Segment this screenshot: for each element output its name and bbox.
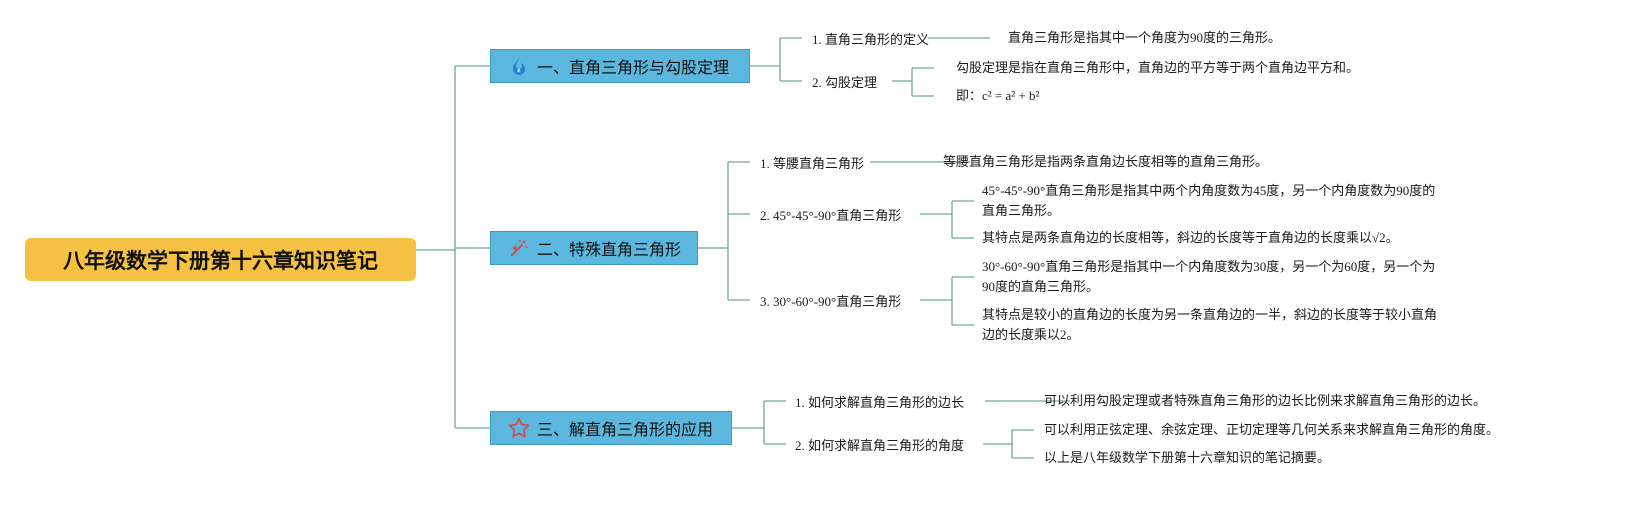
detail-2-2-1[interactable]: 45°-45°-90°直角三角形是指其中两个内角度数为45度，另一个内角度数为9… (982, 181, 1435, 221)
detail-1-2-2[interactable]: 即：c² = a² + b² (956, 88, 1040, 103)
detail-line: 45°-45°-90°直角三角形是指其中两个内角度数为45度，另一个内角度数为9… (982, 183, 1436, 198)
detail-2-2-2[interactable]: 其特点是两条直角边的长度相等，斜边的长度等于直角边的长度乘以√2。 (982, 230, 1399, 245)
star-icon (507, 416, 531, 440)
branch-node-1[interactable]: 一、直角三角形与勾股定理 (490, 49, 750, 83)
root-title: 八年级数学下册第十六章知识笔记 (63, 248, 378, 273)
branch-node-3[interactable]: 三、解直角三角形的应用 (490, 411, 732, 445)
detail-1-1-1[interactable]: 直角三角形是指其中一个角度为90度的三角形。 (1008, 30, 1282, 45)
detail-line: 边的长度乘以2。 (982, 327, 1080, 342)
detail-3-1-1[interactable]: 可以利用勾股定理或者特殊直角三角形的边长比例来求解直角三角形的边长。 (1044, 393, 1487, 408)
topic-1-2[interactable]: 2. 勾股定理 (812, 75, 878, 90)
detail-1-2-1[interactable]: 勾股定理是指在直角三角形中，直角边的平方等于两个直角边平方和。 (956, 60, 1360, 75)
flame-icon (507, 54, 531, 78)
topic-2-3[interactable]: 3. 30°-60°-90°直角三角形 (760, 294, 902, 309)
detail-line: 90度的直角三角形。 (982, 279, 1100, 294)
branch-title: 三、解直角三角形的应用 (537, 420, 714, 439)
sparkle-icon (507, 236, 531, 260)
topic-3-2[interactable]: 2. 如何求解直角三角形的角度 (795, 438, 965, 453)
root-node[interactable]: 八年级数学下册第十六章知识笔记 (25, 238, 416, 281)
topic-1-1[interactable]: 1. 直角三角形的定义 (812, 32, 930, 47)
detail-2-3-2[interactable]: 其特点是较小的直角边的长度为另一条直角边的一半，斜边的长度等于较小直角边的长度乘… (982, 305, 1437, 345)
topic-3-1[interactable]: 1. 如何求解直角三角形的边长 (795, 395, 965, 410)
detail-line: 直角三角形。 (982, 203, 1061, 218)
branch-node-2[interactable]: 二、特殊直角三角形 (490, 231, 698, 265)
branch-title: 二、特殊直角三角形 (537, 240, 682, 259)
detail-3-2-2[interactable]: 以上是八年级数学下册第十六章知识的笔记摘要。 (1044, 450, 1331, 465)
detail-line: 30°-60°-90°直角三角形是指其中一个内角度数为30度，另一个为60度，另… (982, 259, 1436, 274)
detail-2-3-1[interactable]: 30°-60°-90°直角三角形是指其中一个内角度数为30度，另一个为60度，另… (982, 257, 1435, 297)
detail-2-1-1[interactable]: 等腰直角三角形是指两条直角边长度相等的直角三角形。 (943, 154, 1269, 169)
detail-3-2-1[interactable]: 可以利用正弦定理、余弦定理、正切定理等几何关系来求解直角三角形的角度。 (1044, 422, 1500, 437)
branch-title: 一、直角三角形与勾股定理 (537, 58, 730, 77)
topic-2-2[interactable]: 2. 45°-45°-90°直角三角形 (760, 208, 902, 223)
detail-line: 其特点是较小的直角边的长度为另一条直角边的一半，斜边的长度等于较小直角 (982, 307, 1438, 322)
topic-2-1[interactable]: 1. 等腰直角三角形 (760, 156, 865, 171)
